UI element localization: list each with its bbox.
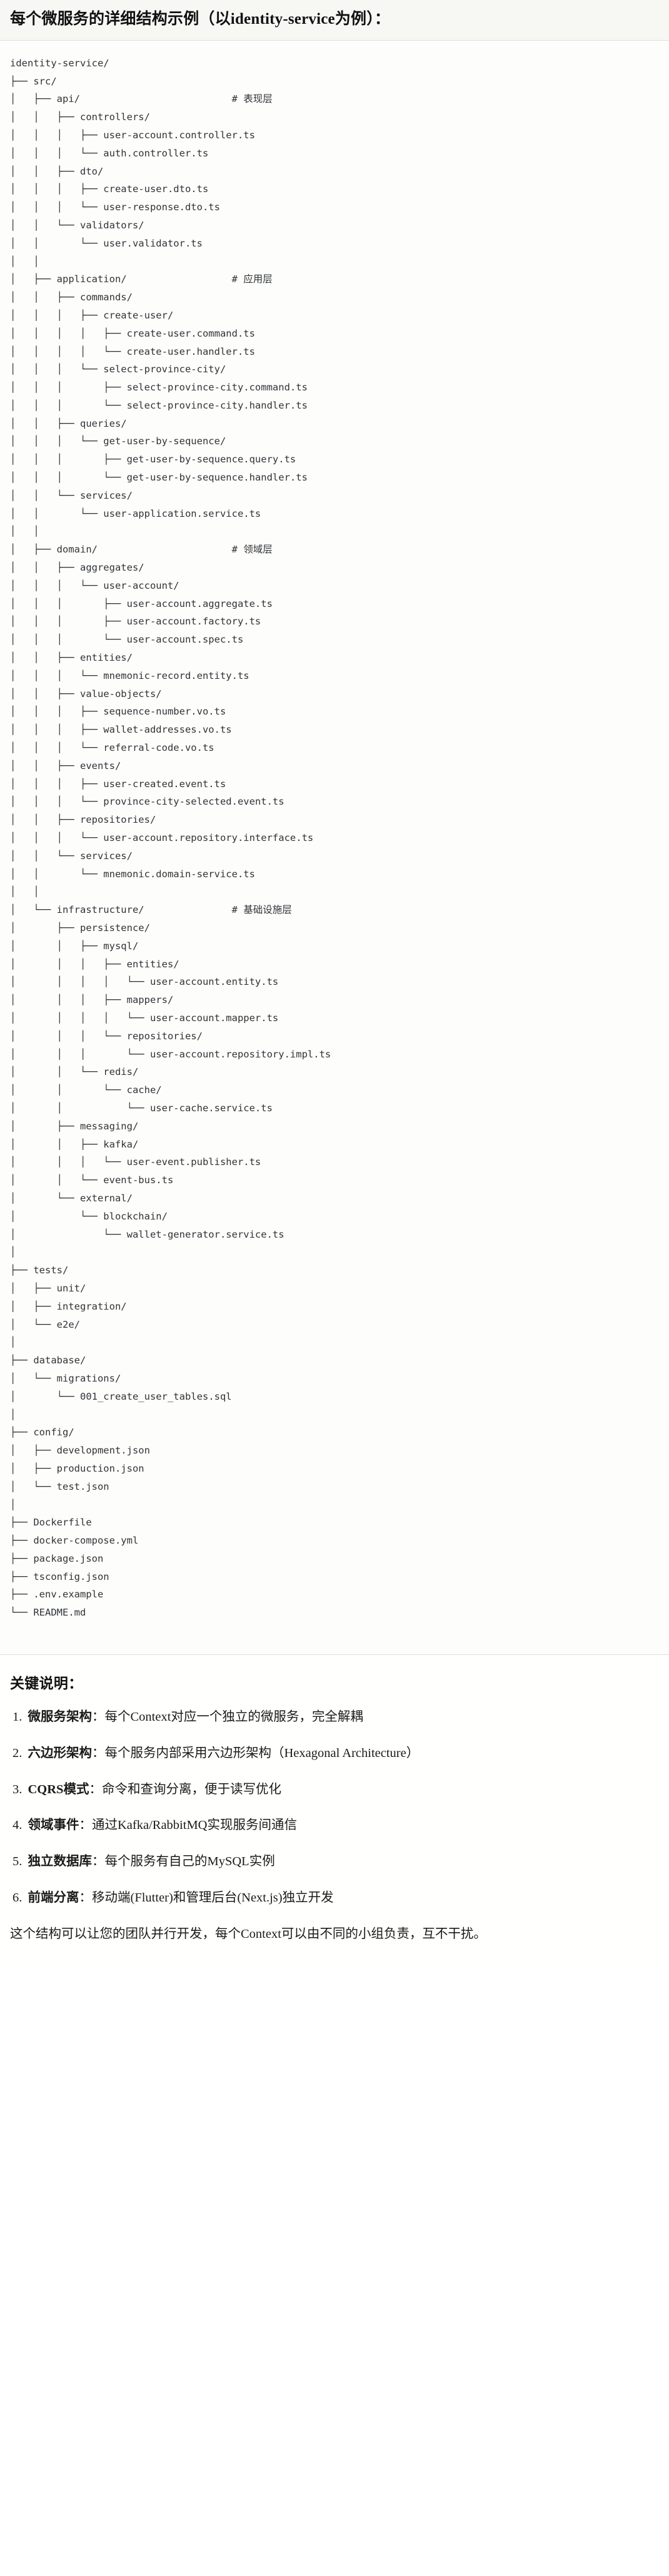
key-note-item: CQRS模式：命令和查询分离，便于读写优化 <box>13 1780 659 1800</box>
key-note-separator: ： <box>92 1746 105 1760</box>
directory-tree: identity-service/ ├── src/ │ ├── api/ # … <box>10 57 331 1619</box>
key-note-description: 每个服务有自己的MySQL实例 <box>104 1855 275 1869</box>
key-note-separator: ： <box>92 1855 105 1869</box>
key-note-term: CQRS模式 <box>28 1782 89 1796</box>
page-root: 每个微服务的详细结构示例（以identity-service为例）： ident… <box>0 0 669 1962</box>
closing-paragraph: 这个结构可以让您的团队并行开发，每个Context可以由不同的小组负责，互不干扰… <box>10 1927 486 1941</box>
key-note-item: 领域事件：通过Kafka/RabbitMQ实现服务间通信 <box>13 1816 659 1835</box>
key-note-separator: ： <box>92 1710 105 1724</box>
key-note-item: 独立数据库：每个服务有自己的MySQL实例 <box>13 1852 659 1871</box>
key-note-item: 六边形架构：每个服务内部采用六边形架构（Hexagonal Architectu… <box>13 1744 659 1763</box>
section-rule <box>0 1654 669 1656</box>
key-note-description: 命令和查询分离，便于读写优化 <box>101 1782 281 1796</box>
key-notes-block: 关键说明： 微服务架构：每个Context对应一个独立的微服务，完全解耦 六边形… <box>0 1655 669 1963</box>
directory-tree-block: identity-service/ ├── src/ │ ├── api/ # … <box>0 40 669 1639</box>
key-note-term: 微服务架构 <box>28 1710 93 1724</box>
key-note-description: 每个服务内部采用六边形架构（Hexagonal Architecture） <box>104 1746 420 1760</box>
key-note-term: 独立数据库 <box>28 1855 93 1869</box>
key-note-term: 前端分离 <box>28 1890 79 1905</box>
key-note-separator: ： <box>79 1890 93 1905</box>
key-notes-list: 微服务架构：每个Context对应一个独立的微服务，完全解耦 六边形架构：每个服… <box>10 1708 659 1908</box>
page-title: 每个微服务的详细结构示例（以identity-service为例）： <box>10 11 391 28</box>
key-note-term: 领域事件 <box>28 1818 79 1833</box>
key-note-description: 移动端(Flutter)和管理后台(Next.js)独立开发 <box>92 1890 334 1905</box>
key-note-description: 通过Kafka/RabbitMQ实现服务间通信 <box>92 1818 297 1833</box>
key-note-separator: ： <box>79 1818 93 1833</box>
spacer <box>0 1638 669 1655</box>
header-band: 每个微服务的详细结构示例（以identity-service为例）： <box>0 0 669 41</box>
key-note-separator: ： <box>89 1782 102 1796</box>
key-note-term: 六边形架构 <box>28 1746 93 1760</box>
key-note-description: 每个Context对应一个独立的微服务，完全解耦 <box>104 1710 363 1724</box>
key-notes-heading: 关键说明： <box>10 1676 83 1692</box>
key-note-item: 前端分离：移动端(Flutter)和管理后台(Next.js)独立开发 <box>13 1888 659 1908</box>
key-note-item: 微服务架构：每个Context对应一个独立的微服务，完全解耦 <box>13 1708 659 1727</box>
